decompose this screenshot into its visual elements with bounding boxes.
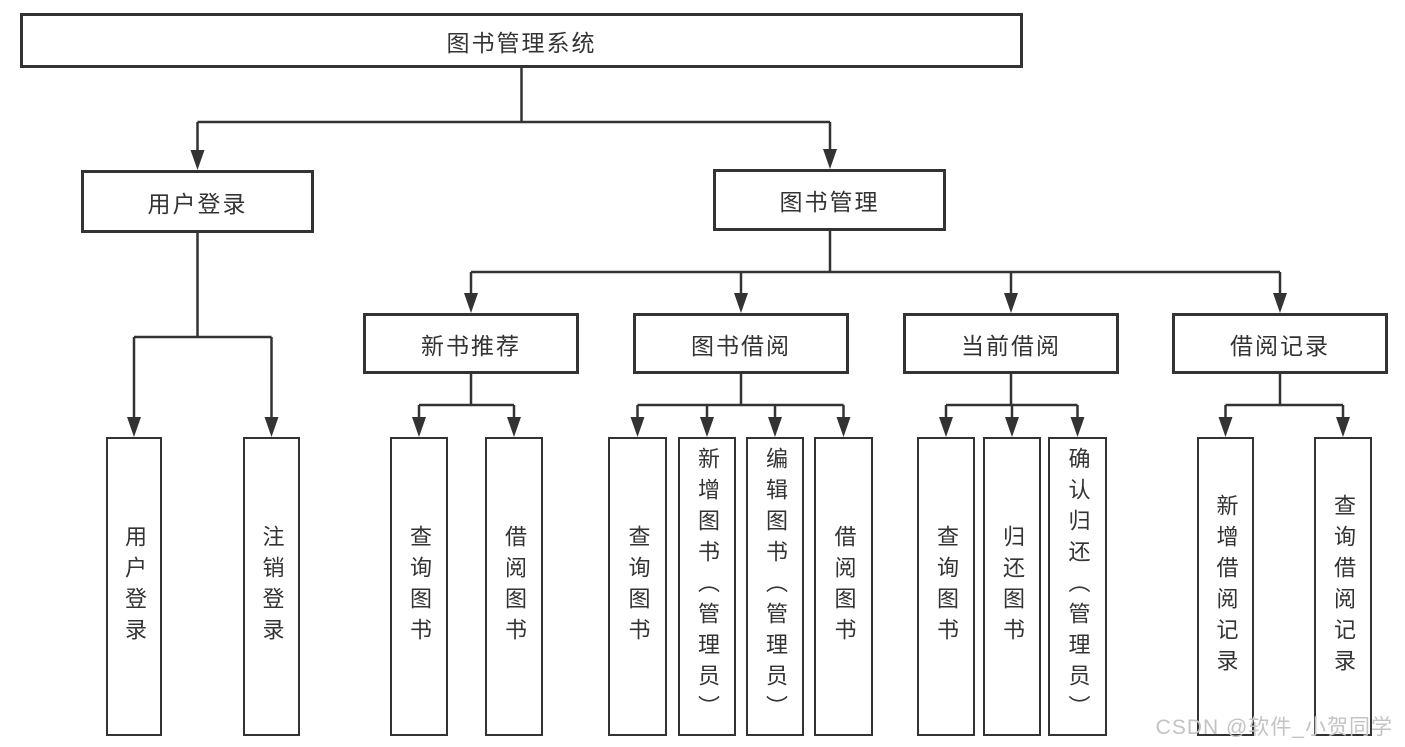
leaf-add-books-admin-label: 新增图书（管理员）	[695, 447, 720, 726]
csdn-watermark: CSDN @软件_小贺同学	[1155, 716, 1393, 739]
leaf-user-login: 用户登录	[106, 437, 162, 736]
node-user-login: 用户登录	[81, 170, 314, 233]
leaf-logout-label: 注销登录	[259, 524, 285, 649]
leaf-borrow-books-recommend: 借阅图书	[485, 437, 543, 736]
leaf-logout: 注销登录	[243, 437, 300, 736]
node-root-library-system: 图书管理系统	[20, 13, 1023, 68]
leaf-query-books-recommend: 查询图书	[390, 437, 448, 736]
leaf-borrow-books-recommend-label: 借阅图书	[502, 524, 527, 649]
node-borrowing-records: 借阅记录	[1172, 313, 1388, 374]
leaf-return-books-label: 归还图书	[1000, 524, 1025, 649]
leaf-query-books-current-label: 查询图书	[934, 524, 959, 649]
leaf-query-borrow-record: 查询借阅记录	[1314, 437, 1372, 736]
leaf-confirm-return-admin: 确认归还（管理员）	[1048, 437, 1107, 736]
leaf-edit-books-admin-label: 编辑图书（管理员）	[763, 447, 788, 726]
leaf-return-books: 归还图书	[983, 437, 1041, 736]
leaf-borrow-books-borrowing: 借阅图书	[814, 437, 873, 736]
arrowheads	[127, 149, 1350, 437]
leaf-user-login-label: 用户登录	[122, 524, 147, 649]
leaf-confirm-return-admin-label: 确认归还（管理员）	[1065, 447, 1091, 726]
leaf-edit-books-admin: 编辑图书（管理员）	[746, 437, 804, 736]
leaf-query-borrow-record-label: 查询借阅记录	[1331, 493, 1356, 680]
node-book-borrowing: 图书借阅	[633, 313, 849, 374]
leaf-query-books-borrowing: 查询图书	[608, 437, 667, 736]
leaf-query-books-recommend-label: 查询图书	[407, 524, 432, 649]
leaf-add-books-admin: 新增图书（管理员）	[678, 437, 736, 736]
node-current-borrowing: 当前借阅	[903, 313, 1119, 374]
leaf-add-borrow-record-label: 新增借阅记录	[1213, 493, 1239, 680]
node-new-book-recommendation: 新书推荐	[363, 313, 579, 374]
leaf-query-books-borrowing-label: 查询图书	[625, 524, 651, 649]
leaf-add-borrow-record: 新增借阅记录	[1197, 437, 1254, 736]
leaf-query-books-current: 查询图书	[917, 437, 975, 736]
leaf-borrow-books-borrowing-label: 借阅图书	[831, 524, 857, 649]
node-book-management: 图书管理	[713, 169, 946, 231]
